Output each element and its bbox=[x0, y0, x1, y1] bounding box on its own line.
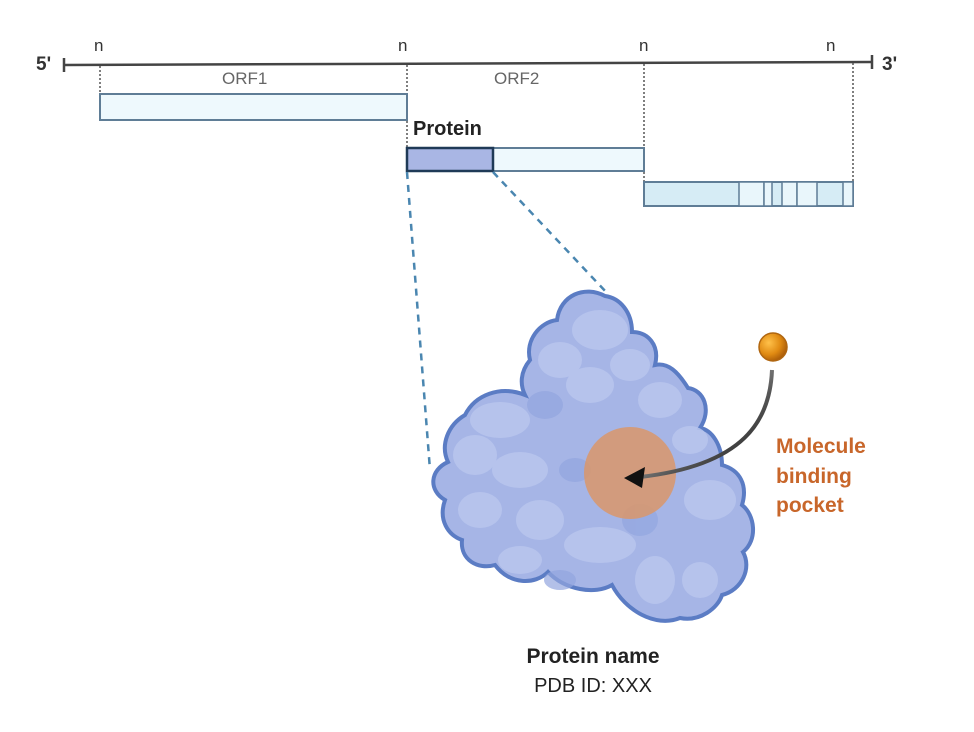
orf3-box bbox=[643, 181, 854, 207]
molecule-label-line3: pocket bbox=[776, 494, 844, 517]
three-prime-label: 3' bbox=[882, 54, 897, 75]
marker-n-1: n bbox=[94, 36, 103, 55]
protein-name: Protein name bbox=[526, 645, 659, 668]
orf1-label: ORF1 bbox=[222, 69, 267, 88]
molecule-label-line2: binding bbox=[776, 465, 852, 488]
orf1-box bbox=[99, 93, 408, 121]
pdb-id: PDB ID: XXX bbox=[534, 675, 652, 697]
orf2-label: ORF2 bbox=[494, 69, 539, 88]
binding-pocket bbox=[584, 427, 676, 519]
marker-n-3: n bbox=[639, 36, 648, 55]
protein-segment-label: Protein bbox=[413, 118, 482, 140]
zoom-lines bbox=[405, 171, 608, 471]
molecule-label-line1: Molecule bbox=[776, 435, 866, 458]
binding-arrow bbox=[624, 369, 774, 488]
ligand-molecule bbox=[758, 332, 788, 362]
protein-segment bbox=[405, 146, 495, 173]
marker-n-2: n bbox=[398, 36, 407, 55]
five-prime-label: 5' bbox=[36, 54, 51, 75]
marker-n-4: n bbox=[826, 36, 835, 55]
arrow-head-icon bbox=[624, 467, 645, 488]
genome-line bbox=[62, 55, 874, 72]
